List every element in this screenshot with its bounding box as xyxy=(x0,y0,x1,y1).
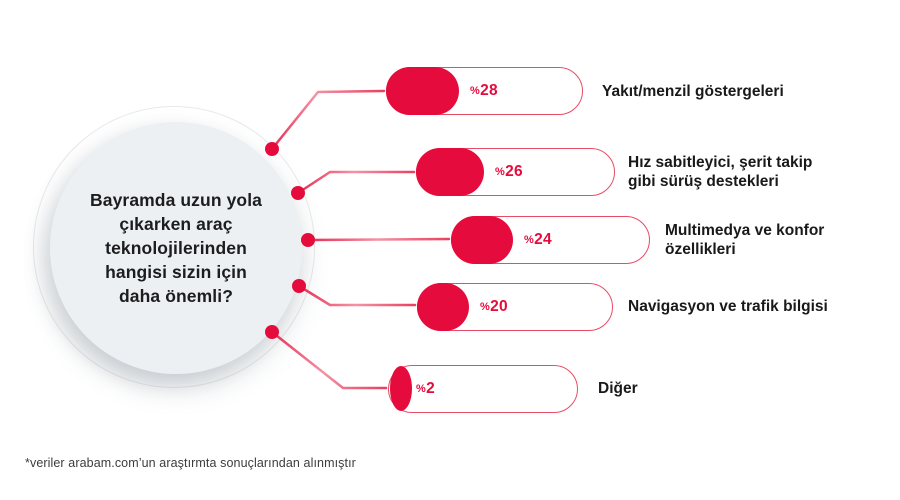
question-circle: Bayramda uzun yola çıkarken araç teknolo… xyxy=(50,122,302,374)
bar-fill-1 xyxy=(385,66,459,115)
bar-label-4: Navigasyon ve trafik bilgisi xyxy=(628,298,828,315)
question-text: Bayramda uzun yola çıkarken araç teknolo… xyxy=(90,190,262,306)
connector-dot-5 xyxy=(265,325,279,339)
connector-line-4 xyxy=(297,284,417,307)
percent-sign: % xyxy=(416,383,427,395)
connector-dot-3 xyxy=(301,233,315,247)
bar-value-3: %24 xyxy=(524,231,552,248)
bar-value-4: %20 xyxy=(480,298,508,315)
question-circle-outer-ring xyxy=(33,106,315,388)
bar-pill-5: %2 xyxy=(388,365,578,413)
bar-label-2: Hız sabitleyici, şerit takip gibi sürüş … xyxy=(628,154,813,190)
bar-label-1: Yakıt/menzil göstergeleri xyxy=(602,83,784,100)
percent-sign: % xyxy=(470,85,481,97)
bar-pill-2: %26 xyxy=(415,147,615,196)
percent-sign: % xyxy=(495,166,506,178)
percent-sign: % xyxy=(480,301,491,313)
connector-dot-4 xyxy=(292,279,306,293)
bar-pill-3: %24 xyxy=(450,215,650,264)
connector-line-2 xyxy=(296,170,416,195)
bar-fill-3 xyxy=(450,215,513,264)
connector-line-3 xyxy=(306,237,451,242)
bar-value-2: %26 xyxy=(495,163,523,180)
connector-line-5 xyxy=(270,330,388,390)
bar-label-5: Diğer xyxy=(598,380,638,397)
footnote: *veriler arabam.com’un araştırmta sonuçl… xyxy=(25,456,356,470)
bar-fill-4 xyxy=(416,282,469,331)
connector-dot-1 xyxy=(265,142,279,156)
bar-value-1: %28 xyxy=(470,82,498,99)
bar-pill-4: %20 xyxy=(416,282,613,331)
bar-fill-5 xyxy=(390,366,412,411)
bar-fill-2 xyxy=(415,147,484,196)
connector-dot-2 xyxy=(291,186,305,200)
bar-value-5: %2 xyxy=(416,380,436,397)
bar-label-3: Multimedya ve konfor özellikleri xyxy=(665,222,825,258)
bar-pill-1: %28 xyxy=(385,66,583,115)
connector-line-1 xyxy=(270,89,386,151)
percent-sign: % xyxy=(524,234,535,246)
